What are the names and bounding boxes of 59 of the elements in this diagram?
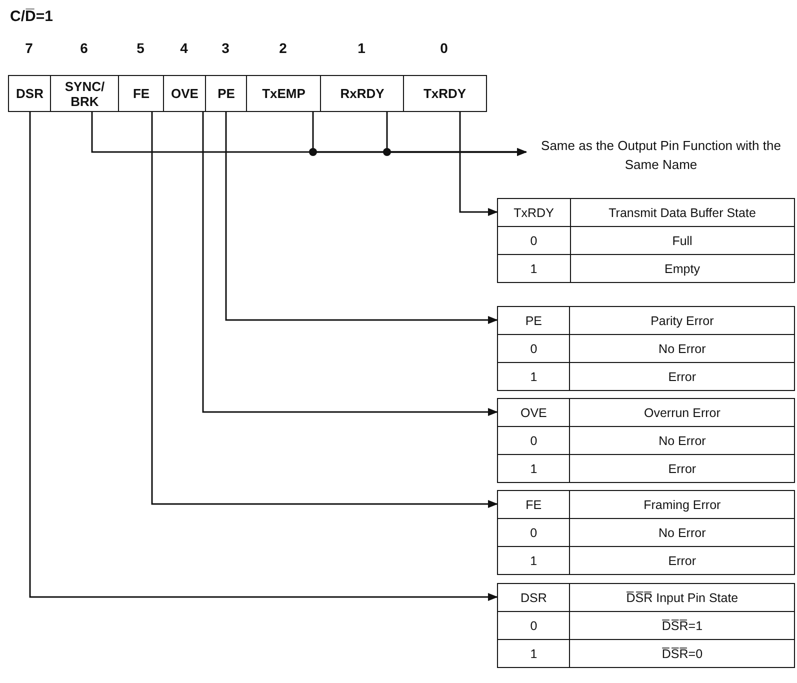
table-cell: Empty [664,262,700,276]
table-cell: 0 [530,618,538,632]
table-cell: 1 [530,646,538,660]
arrow [29,112,498,601]
table-header: PE [525,314,542,328]
register-bit-cell: OVE [163,75,206,112]
note-text: Same as the Output Pin Function with the Same Name [530,136,792,174]
table-header: FE [526,498,542,512]
bit-number: 1 [356,40,366,56]
register-bit-cell: SYNC/ BRK [50,75,120,112]
bit-number: 5 [136,40,146,56]
table-cell: No Error [658,434,706,448]
arrow [225,112,498,324]
table-header: Framing Error [644,498,721,512]
table-cell: Error [668,554,696,568]
status-table [497,398,795,483]
bit-number: 7 [24,40,34,56]
bit-number: 6 [79,40,89,56]
table-cell: 0 [530,234,538,248]
register-bit-cell: PE [205,75,248,112]
table-cell: Error [668,370,696,384]
table-cell: 1 [530,462,538,476]
arrow [202,112,498,416]
table-cell: 1 [530,370,538,384]
table-cell: Error [668,462,696,476]
register-bit-cell: FE [118,75,164,112]
bit-number: 2 [278,40,288,56]
arrow [151,112,498,508]
bit-number: 4 [179,40,189,56]
status-table [497,198,795,283]
table-cell: 0 [530,342,538,356]
table-cell: No Error [658,526,706,540]
table-header: DSR [520,590,547,604]
register-bit-cell: TxEMP [246,75,322,112]
table-header: TxRDY [514,206,554,220]
table-cell: D̅S̅R̅=1 [662,618,703,632]
table-header: Transmit Data Buffer State [608,206,756,220]
arrow [386,112,527,156]
status-table [497,583,795,668]
register-bit-cell: DSR [8,75,52,112]
table-header: D̅S̅R̅ Input Pin State [626,590,738,604]
table-header: OVE [520,406,547,420]
bit-number: 0 [439,40,449,56]
table-cell: 0 [530,434,538,448]
table-header: Parity Error [650,314,714,328]
arrow [459,112,498,216]
register-bit-cell: TxRDY [403,75,486,112]
bit-number: 3 [220,40,230,56]
table-cell: D̅S̅R̅=0 [662,646,703,660]
status-table [497,490,795,575]
table-cell: Full [672,234,692,248]
status-table [497,306,795,391]
table-cell: No Error [658,342,706,356]
table-cell: 1 [530,554,538,568]
table-header: Overrun Error [644,406,720,420]
register-bit-cell: RxRDY [320,75,404,112]
table-cell: 1 [530,262,538,276]
table-cell: 0 [530,526,538,540]
register-title: C/D̅=1 [10,8,53,25]
